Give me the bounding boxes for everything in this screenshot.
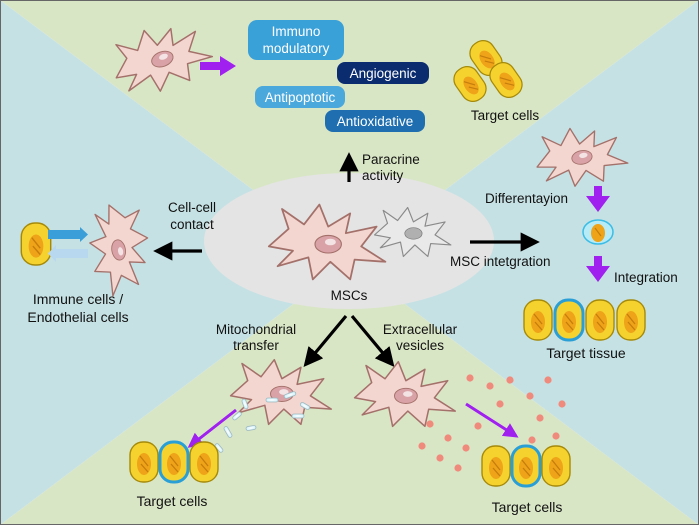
mito-purple-arrow xyxy=(187,408,237,448)
sector-left xyxy=(0,0,349,525)
msc-cell-gray xyxy=(373,206,452,258)
pill-antioxidative: Antioxidative xyxy=(325,110,425,132)
differentiation-label: Differentayion xyxy=(485,191,568,206)
pill-angiogenic: Angiogenic xyxy=(337,62,429,84)
pill-immunomodulatory: Immuno modulatory xyxy=(248,20,344,60)
pill-angiogenic-label: Angiogenic xyxy=(350,66,417,81)
mito-arrow xyxy=(303,314,348,367)
immune-cells-label-line2: Endothelial cells xyxy=(27,309,128,325)
ev-purple-arrow xyxy=(465,402,519,438)
immune-cells-label-line1: Immune cells / xyxy=(33,291,123,307)
integration-step-arrow-head xyxy=(586,266,610,282)
pill-antioxidative-label: Antioxidative xyxy=(337,114,414,129)
mitochondria xyxy=(214,391,310,453)
sector-right xyxy=(349,0,699,525)
ev-arrow xyxy=(350,314,395,367)
pill-immunomodulatory-line2: modulatory xyxy=(263,41,330,56)
pill-immunomodulatory-line1: Immuno xyxy=(272,24,321,39)
cell-contact-label-line1: Cell-cell xyxy=(168,200,216,215)
immune-cells xyxy=(20,222,88,266)
paracrine-label-line1: Paracrine xyxy=(362,152,420,167)
paracrine-arrow-head xyxy=(220,56,236,76)
paracrine-label-line2: activity xyxy=(362,168,404,183)
ev-label-line2: vesicles xyxy=(396,338,444,353)
ev-label-line1: Extracellular xyxy=(383,322,458,337)
integration-label: MSC intetgration xyxy=(450,254,551,269)
mito-target-label: Target cells xyxy=(137,493,208,509)
differentiation-arrow-head xyxy=(586,196,610,212)
cell-contact-label-line2: contact xyxy=(170,217,214,232)
vesicles xyxy=(418,374,566,472)
ev-target-label: Target cells xyxy=(492,499,563,515)
integration-step-label: Integration xyxy=(614,270,678,285)
mito-target-cells xyxy=(129,440,219,484)
differentiated-cell xyxy=(582,219,614,245)
msc-label: MSCs xyxy=(331,288,368,303)
pill-antipoptotic-label: Antipoptotic xyxy=(265,90,336,105)
pill-antipoptotic: Antipoptotic xyxy=(255,86,345,108)
paracrine-target-label: Target cells xyxy=(471,108,540,123)
mito-label-line2: transfer xyxy=(233,338,279,353)
target-tissue-label: Target tissue xyxy=(546,345,626,361)
ev-target-cells xyxy=(481,444,571,488)
mito-label-line1: Mitochondrial xyxy=(216,322,296,337)
